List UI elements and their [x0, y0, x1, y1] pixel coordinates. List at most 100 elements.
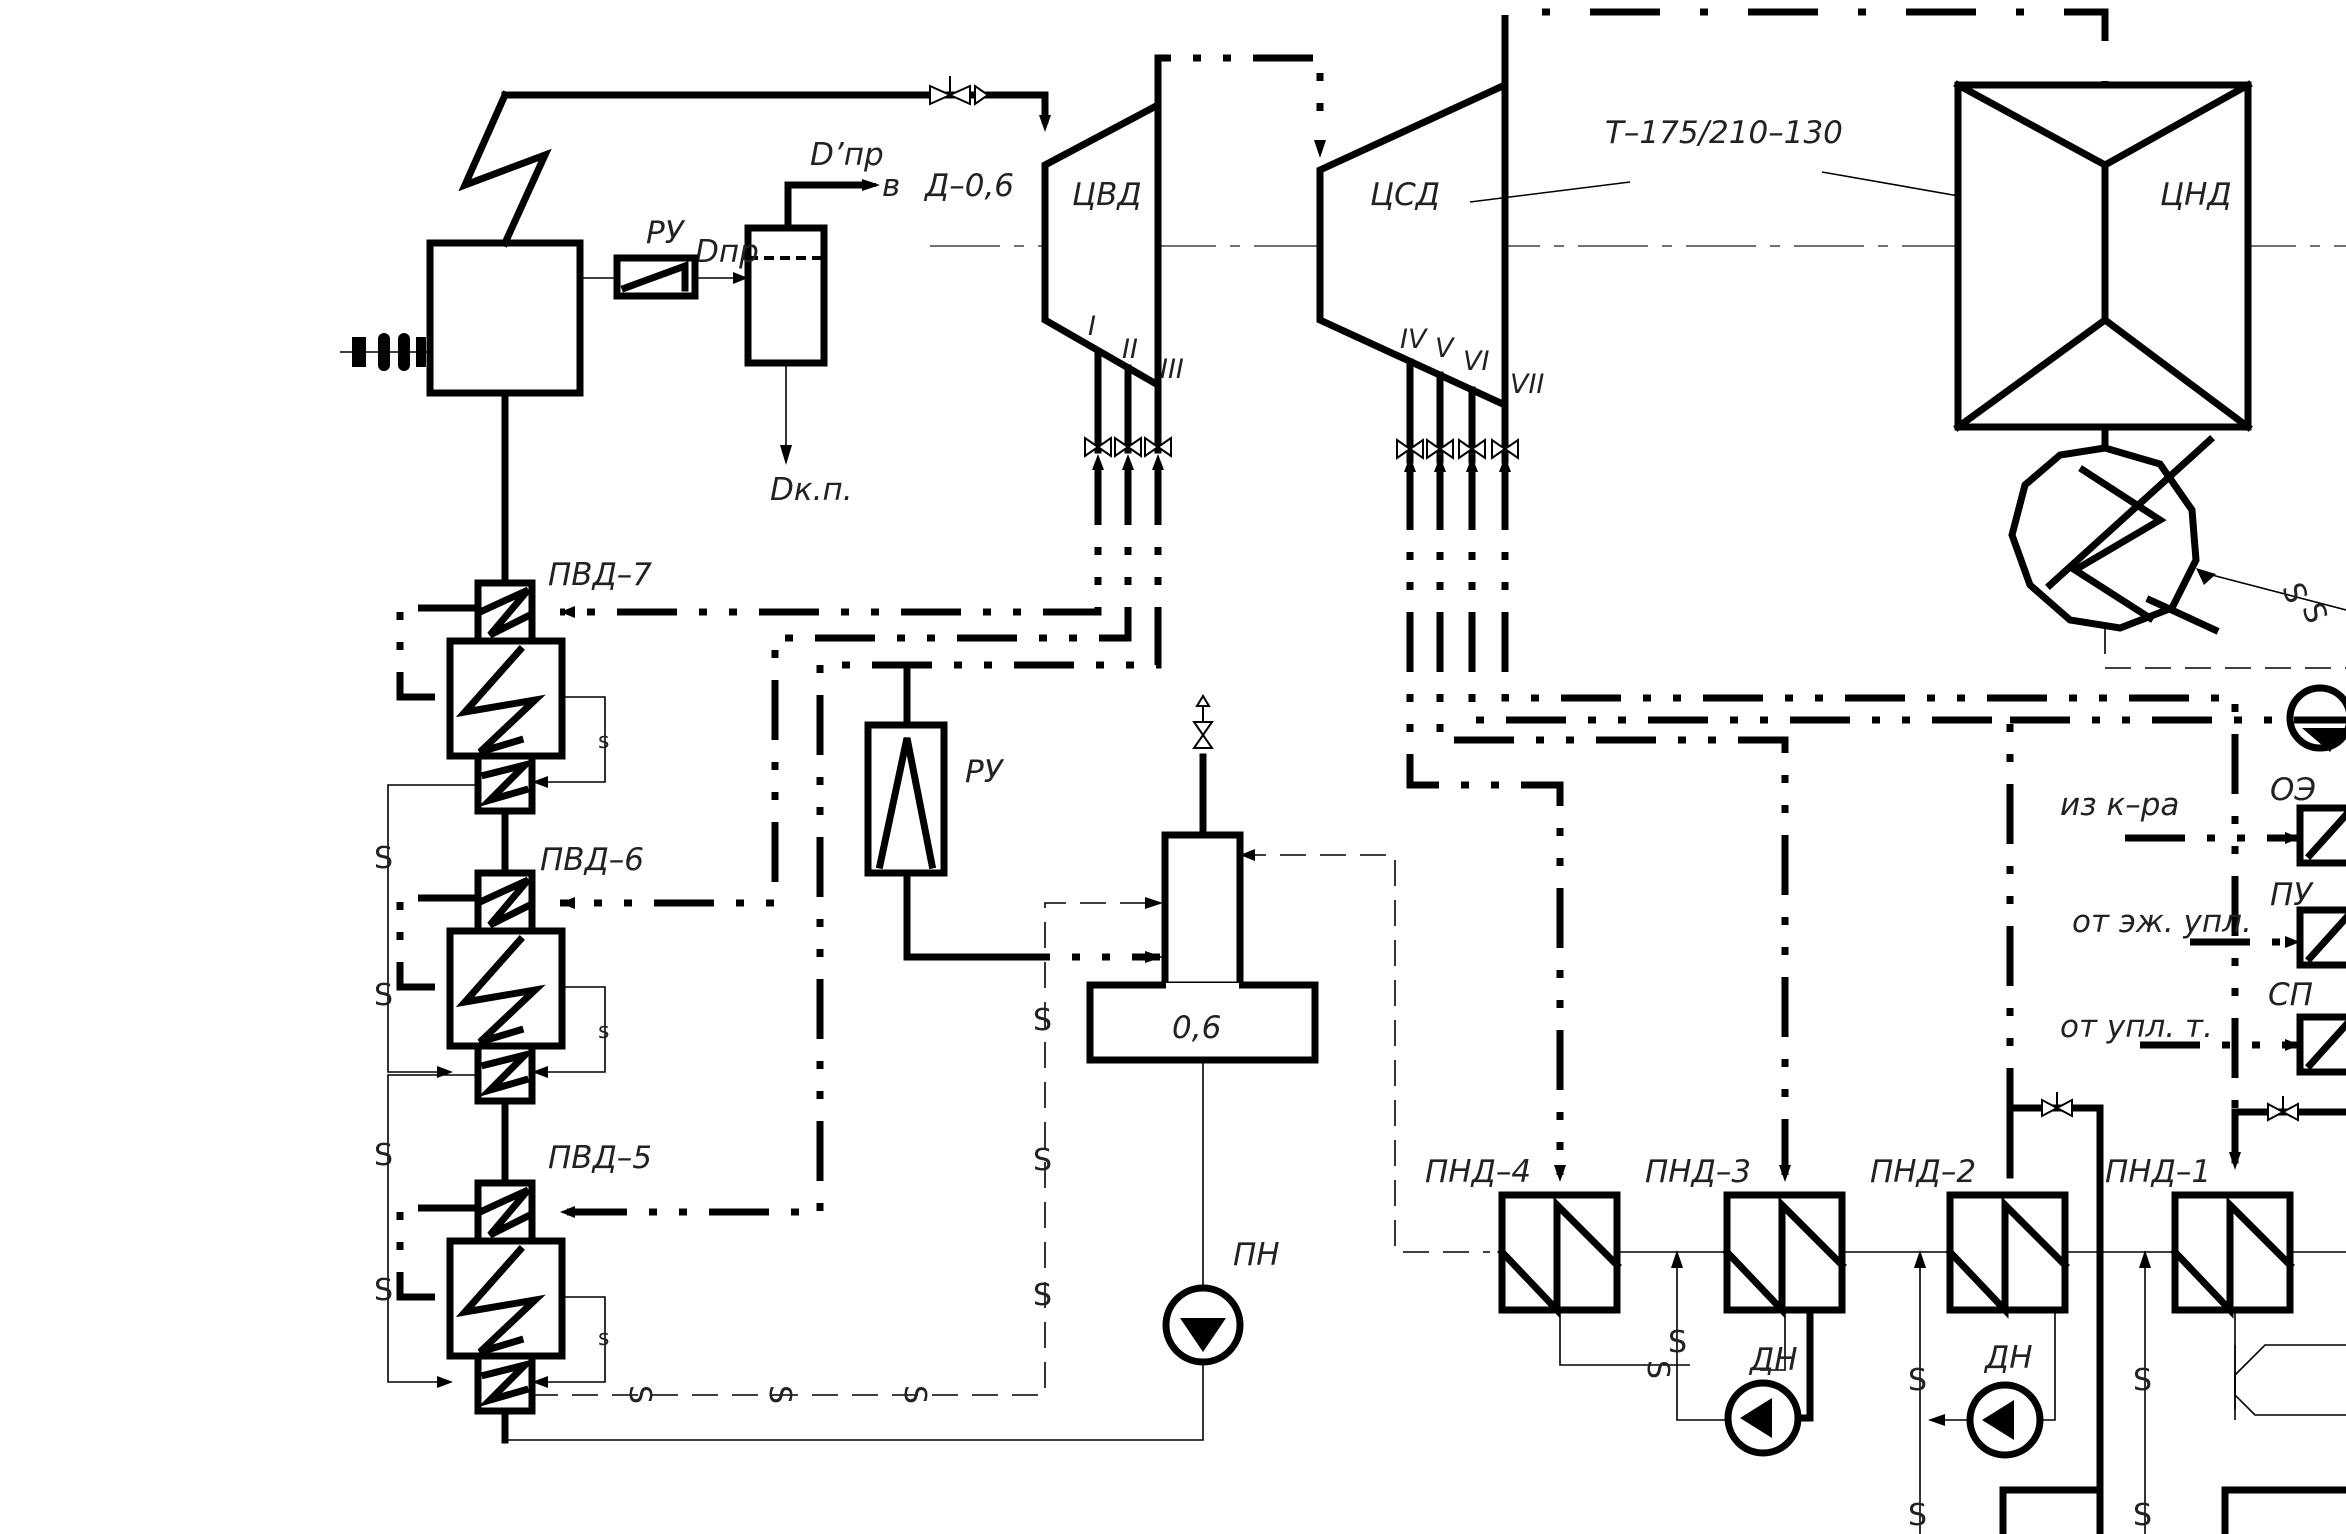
leader-line — [1469, 181, 1631, 203]
hp7-drain-loop — [396, 604, 478, 701]
lp-heater-3: ПНД–3 — [1645, 1154, 1847, 1319]
svg-text:S: S — [2133, 1363, 2152, 1398]
svg-text:S: S — [1033, 1278, 1052, 1313]
svg-text:S: S — [1033, 1003, 1052, 1038]
extraction-to-lp4 — [1406, 470, 1564, 1175]
condenser-coil-zigzag — [2068, 465, 2167, 623]
svg-text:S: S — [2133, 1498, 2152, 1533]
lp-heater-2-label: ПНД–2 — [1870, 1154, 1976, 1190]
boiler-body — [426, 239, 584, 397]
drain-pump-1: ДН — [1724, 1342, 1802, 1457]
hp-heater-7: ПВД–7 — [446, 557, 652, 815]
lp-heater-1: ПНД–1 — [2105, 1154, 2295, 1319]
fuel-input-icon — [340, 333, 430, 371]
lp-heater-2: ПНД–2 — [1870, 1154, 2070, 1319]
from-condenser-label: из к–ра — [2060, 787, 2179, 823]
seal-cooler: ПУ — [2270, 877, 2346, 969]
hp-drain-thin-lines: s s s S S S S — [374, 696, 609, 1388]
svg-text:I: I — [1088, 311, 1096, 342]
reducer-top-label: РУ — [646, 215, 686, 251]
drain-line-right — [2234, 1344, 2346, 1410]
lp-drain-lines: S S S S S S — [1559, 1250, 2236, 1534]
extraction-valve-icon — [1084, 436, 1172, 458]
lp-heater-4: ПНД–4 — [1425, 1154, 1622, 1319]
deaerator-column — [1161, 831, 1244, 989]
deaerator-tank — [1086, 981, 1319, 1064]
svg-text:S: S — [1640, 1360, 1675, 1379]
svg-text:V: V — [1435, 333, 1456, 364]
ip-extraction-pipes — [1396, 358, 1519, 472]
hp-heater-7-label: ПВД–7 — [548, 557, 652, 593]
reducer-middle-label: РУ — [965, 754, 1005, 790]
reducer-top: РУ — [580, 215, 748, 300]
pump-triangle-icon — [1180, 1318, 1226, 1352]
hp-to-ip-crossover — [1154, 54, 1324, 120]
seal-cooler-label: ПУ — [2270, 877, 2314, 913]
condensate-dashed-line — [2104, 628, 2346, 669]
extraction-to-hp7 — [560, 465, 1102, 616]
arrow-down-icon — [780, 445, 792, 465]
extraction-to-lp1 — [1501, 470, 2239, 1160]
hp-heater-6-label: ПВД–6 — [540, 842, 644, 878]
arrow-down-icon — [1314, 140, 1326, 158]
drain-pump-2-label: ДН — [1983, 1340, 2033, 1376]
small-deaerator-label: Д–0,6 — [923, 168, 1014, 204]
hp-cylinder-body — [1041, 99, 1162, 392]
aux-inputs: из к–ра от эж. упл. от упл. т. — [2060, 787, 2300, 1051]
hp-heater-6: ПВД–6 — [446, 842, 644, 1105]
svg-text:S: S — [1033, 1143, 1052, 1178]
gland-heater-label: СП — [2268, 977, 2313, 1013]
hp-cylinder: ЦВД — [1041, 99, 1162, 392]
svg-text:S: S — [374, 1273, 393, 1308]
svg-text:S: S — [374, 841, 393, 876]
svg-text:S: S — [1668, 1325, 1687, 1360]
ejector-label: ОЭ — [2270, 772, 2316, 808]
d-kp-label: Dк.п. — [770, 472, 853, 508]
blowdown-expander: D’пр в Д–0,6 Dпр Dк.п. — [695, 137, 1014, 508]
svg-text:s: s — [598, 729, 609, 754]
svg-text:VII: VII — [1510, 369, 1544, 400]
drain-pump-1-label: ДН — [1748, 1342, 1798, 1378]
gland-heater: СП — [2268, 977, 2346, 1076]
condenser: S S — [2008, 423, 2346, 669]
lp-cylinder-label: ЦНД — [2160, 177, 2232, 213]
extraction-to-hp5 — [560, 465, 1162, 1216]
main-steam-line — [501, 91, 1049, 124]
svg-text:s: s — [598, 1019, 609, 1044]
hp-drain-to-deaerator — [532, 902, 1160, 1396]
deaerator-pressure-label: 0,6 — [1172, 1010, 1221, 1046]
svg-text:S: S — [1908, 1363, 1927, 1398]
lp-bypass-valves — [2006, 1092, 2346, 1534]
svg-text:II: II — [1122, 334, 1138, 365]
svg-text:S: S — [897, 1385, 932, 1404]
extraction-roman-numerals: I II III IV V VI VII — [1088, 311, 1544, 400]
superheater-zigzag — [458, 90, 552, 248]
hp-cylinder-label: ЦВД — [1072, 177, 1142, 213]
ip-cylinder-label: ЦСД — [1370, 177, 1440, 213]
from-ejector-label: от эж. упл. — [2072, 904, 2252, 940]
lp-heater-4-label: ПНД–4 — [1425, 1154, 1531, 1190]
pump-triangle-icon — [1740, 1398, 1772, 1438]
svg-text:S: S — [1908, 1498, 1927, 1533]
ejector-cooler: ОЭ — [2270, 684, 2346, 867]
vent-valve-icon — [1192, 694, 1214, 749]
main-steam-valve-icon — [929, 76, 990, 106]
s-mark: S — [2294, 598, 2333, 628]
feed-pump: ПН — [505, 1237, 1280, 1441]
d-pr-label: Dпр — [695, 234, 759, 270]
arrow-down-icon — [1039, 115, 1051, 132]
extraction-to-lp2 — [1468, 470, 2014, 1175]
hp5-drain-loop — [396, 1204, 478, 1301]
deaerator: 0,6 — [1086, 694, 1490, 1300]
svg-text:s: s — [598, 1326, 609, 1351]
svg-text:VI: VI — [1463, 346, 1489, 377]
lp-heater-1-label: ПНД–1 — [2105, 1154, 2211, 1190]
lp-cylinder: ЦНД — [1953, 80, 2253, 432]
svg-text:S: S — [374, 978, 393, 1013]
bottom-pipe — [2234, 1345, 2346, 1416]
svg-text:S: S — [762, 1385, 797, 1404]
reducer-middle: РУ — [864, 661, 1163, 963]
s-marks-drain: S S S S S S — [622, 1003, 1052, 1404]
